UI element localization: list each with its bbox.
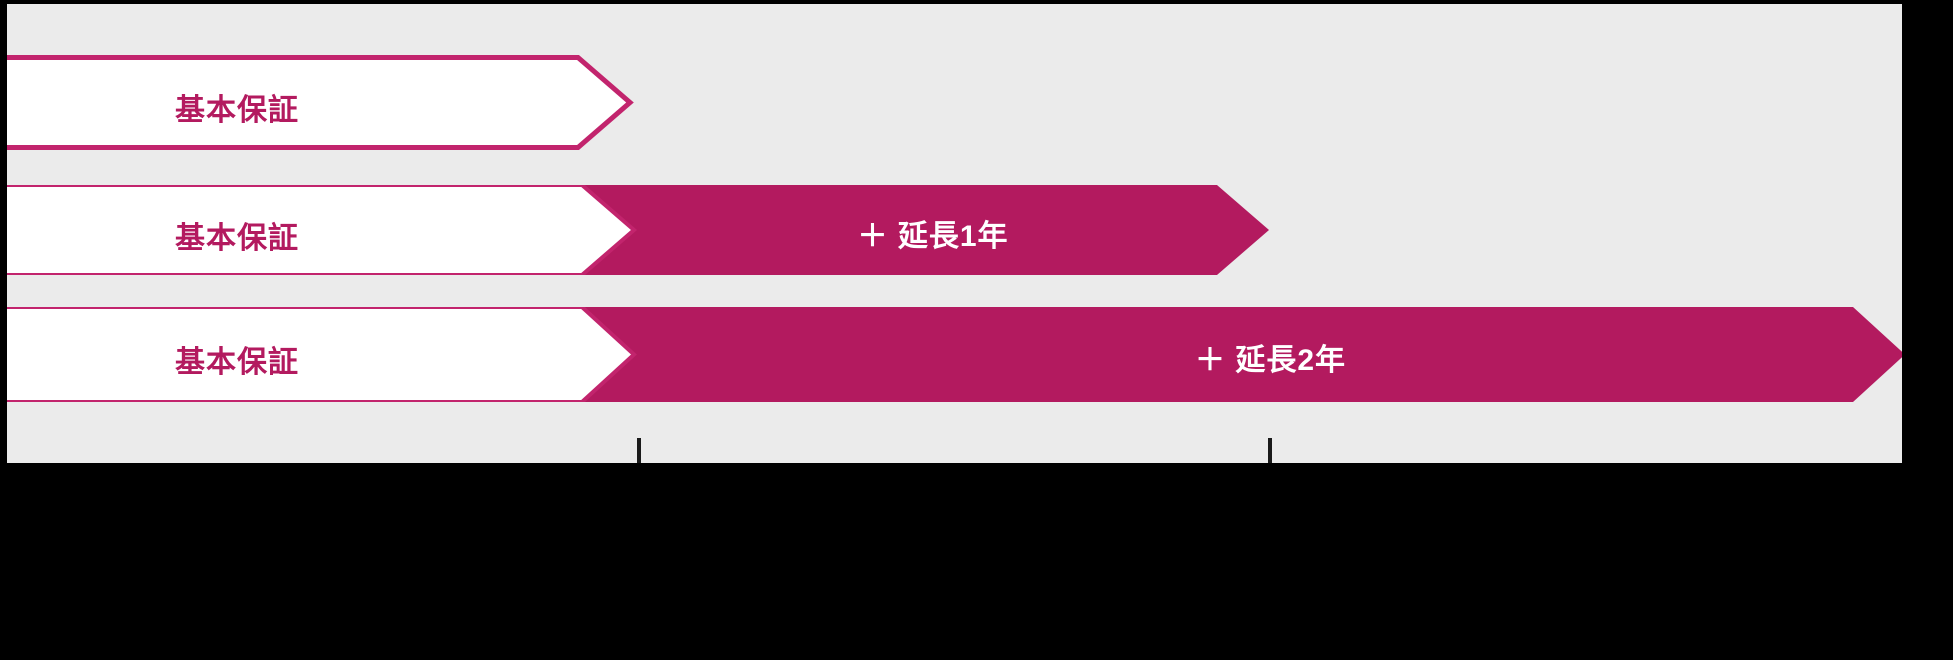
chart-row-basic[interactable]: 基本保証 <box>7 55 647 150</box>
frame-top <box>0 0 1953 4</box>
basic-warranty-outline-chevron <box>7 55 634 150</box>
frame-bottom <box>0 463 1953 660</box>
extension-2year-chevron <box>7 307 1905 402</box>
chart-row-ext-1year[interactable]: 基本保証 ＋ 延長1年 <box>7 185 1287 275</box>
axis-tick-2 <box>1268 438 1272 467</box>
axis-tick-1 <box>637 438 641 467</box>
extension-1year-chevron <box>7 185 1269 275</box>
chart-row-ext-2year[interactable]: 基本保証 ＋ 延長2年 <box>7 307 1912 402</box>
chart-canvas: 基本保証 基本保証 ＋ 延長1年 基本保証 ＋ 延長2年 <box>7 4 1905 467</box>
frame-left <box>0 0 7 660</box>
